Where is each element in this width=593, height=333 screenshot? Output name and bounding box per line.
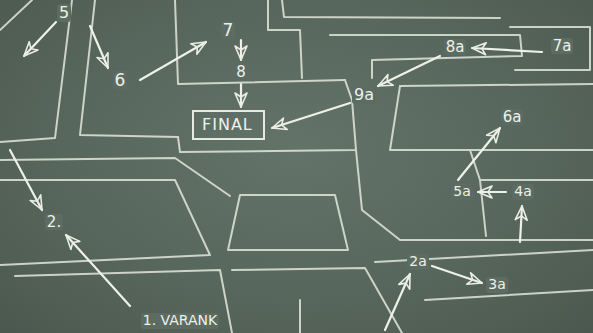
callout-number: 2a [407, 254, 429, 269]
callout-number: 2. [45, 214, 63, 231]
callout-number: 8 [234, 64, 248, 81]
callout-number: 6a [501, 109, 524, 126]
callout-number: 3a [486, 277, 508, 292]
callout-number: 9a [352, 86, 376, 104]
callout-number: 1. VARANK [141, 313, 219, 328]
callout-number: 4a [512, 184, 534, 199]
callout-number: 5a [451, 184, 473, 199]
callout-number: 7 [221, 21, 236, 40]
callout-number: 5 [57, 4, 71, 22]
callout-number: 8a [444, 39, 467, 56]
callout-number: 7a [551, 38, 574, 55]
node-title: FINAL [202, 116, 255, 134]
chalk-arrows [10, 22, 542, 330]
final-box: FINAL [192, 110, 265, 140]
callout-number: 6 [113, 71, 128, 90]
